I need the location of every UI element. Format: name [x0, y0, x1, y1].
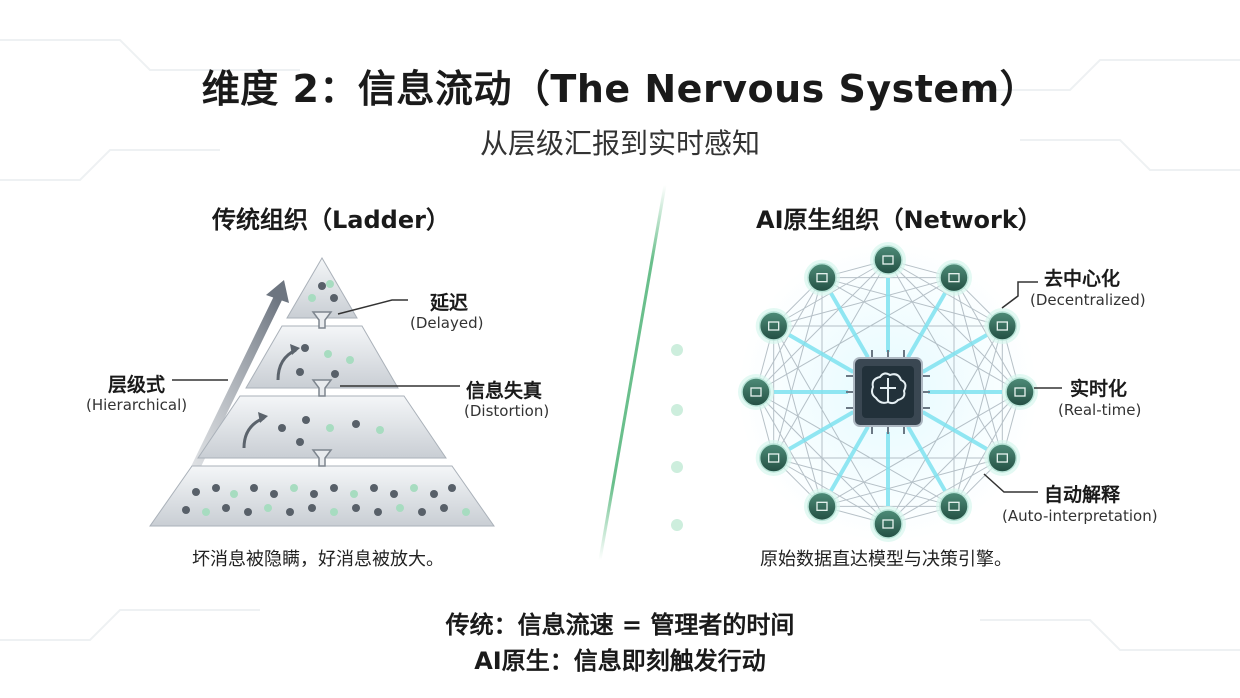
leader-decentralized — [1001, 281, 1038, 309]
leader-autointerp — [983, 473, 1038, 493]
network-mesh-line — [773, 277, 823, 459]
page-title: 维度 2：信息流动（The Nervous System） — [201, 67, 1039, 111]
node-glyph-icon — [996, 453, 1008, 463]
label-autointerp-en: (Auto-interpretation) — [1002, 507, 1158, 525]
label-realtime-en: (Real-time) — [1058, 401, 1142, 419]
label-hierarchical-en: (Hierarchical) — [86, 396, 188, 414]
node-glyph-icon — [948, 273, 960, 283]
network-mesh-line — [821, 277, 1003, 327]
node-glyph-icon — [996, 321, 1008, 331]
pyramid-base-dots — [182, 484, 470, 516]
network-beam — [788, 410, 855, 451]
label-delayed: 延迟 — [430, 292, 469, 314]
network-node — [984, 308, 1021, 344]
network-node — [755, 440, 792, 476]
network-node — [984, 440, 1021, 476]
pyramid-tier-3 — [197, 395, 447, 459]
network-mesh-line — [773, 325, 823, 507]
pyramid-tier-4 — [149, 465, 495, 527]
footer-line-traditional: 传统：信息流速 = 管理者的时间 — [445, 611, 795, 639]
network-node — [936, 488, 972, 525]
label-hierarchical: 层级式 — [108, 374, 166, 396]
node-glyph-icon — [816, 501, 828, 511]
label-decentralized: 去中心化 — [1044, 268, 1121, 290]
brain-icon — [871, 372, 907, 405]
network-caption: 原始数据直达模型与决策引擎。 — [760, 549, 1012, 570]
node-glyph-icon — [768, 453, 780, 463]
network-node — [870, 242, 906, 278]
network-beam — [906, 292, 947, 359]
network-beam — [829, 425, 870, 492]
node-glyph-icon — [750, 387, 762, 397]
page-subtitle: 从层级汇报到实时感知 — [479, 127, 760, 160]
node-glyph-icon — [768, 321, 780, 331]
network-node — [804, 488, 840, 525]
footer-line-ai-native: AI原生：信息即刻触发行动 — [474, 647, 766, 675]
funnel-icon — [311, 379, 333, 397]
network-beam — [921, 410, 988, 451]
node-glyph-icon — [882, 255, 894, 265]
node-glyph-icon — [882, 519, 894, 529]
network-beam — [921, 333, 988, 374]
ladder-heading: 传统组织（Ladder） — [212, 206, 450, 234]
label-distortion: 信息失真 — [466, 380, 543, 402]
label-distortion-en: (Distortion) — [464, 402, 550, 420]
network-beams — [774, 278, 1002, 506]
network-node — [738, 374, 774, 410]
node-glyph-icon — [816, 273, 828, 283]
network-node — [870, 506, 906, 542]
node-glyph-icon — [948, 501, 960, 511]
label-delayed-en: (Delayed) — [410, 314, 484, 332]
pyramid-tier-2 — [245, 325, 399, 389]
funnel-icon — [311, 449, 333, 467]
node-glyph-icon — [1014, 387, 1026, 397]
network-node — [1002, 374, 1038, 410]
central-chip — [846, 350, 930, 434]
network-beam — [829, 292, 870, 359]
pyramid-dots — [278, 280, 384, 446]
label-realtime: 实时化 — [1070, 378, 1128, 400]
network-node — [755, 308, 792, 344]
label-autointerp: 自动解释 — [1044, 484, 1121, 506]
network-node — [804, 259, 840, 296]
ladder-caption: 坏消息被隐瞒，好消息被放大。 — [192, 549, 444, 570]
divider-beam — [598, 184, 667, 561]
network-nodes — [738, 242, 1038, 542]
leader-delayed — [337, 299, 408, 315]
funnel-icon — [311, 311, 333, 329]
network-heading: AI原生组织（Network） — [756, 206, 1042, 234]
network-node — [936, 259, 972, 296]
network-beam — [788, 333, 855, 374]
network-beam — [906, 425, 947, 492]
label-decentralized-en: (Decentralized) — [1030, 291, 1146, 309]
